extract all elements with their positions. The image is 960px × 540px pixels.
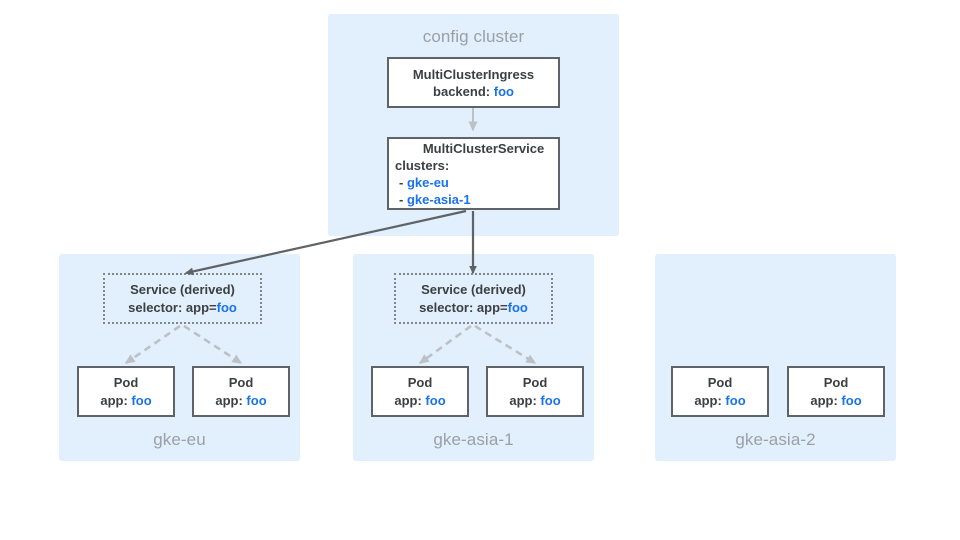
pod-app-label: app: [694,392,722,408]
cluster-panel-gke-asia-1 [353,254,594,461]
multiclusteringress-box[interactable]: MultiClusterIngress backend: foo [387,57,560,108]
pod-app-line: app: foo [810,392,861,410]
pod-box[interactable]: Pod app: foo [77,366,175,417]
service-selector-line: selector: app=foo [128,299,237,317]
service-selector-value: foo [216,299,237,315]
pod-app-label: app: [215,392,243,408]
pod-app-value: foo [540,392,561,408]
cluster-panel-gke-asia-2 [655,254,896,461]
mcs-clusters-label: clusters: [395,157,450,173]
mci-backend-label: backend: [433,83,491,99]
mcs-item-dash: - [399,174,404,190]
cluster-label-gke-eu: gke-eu [153,430,206,449]
cluster-label-gke-asia-1: gke-asia-1 [433,430,514,449]
service-selector-label: selector: app= [128,299,217,315]
pod-box[interactable]: Pod app: foo [192,366,290,417]
pod-app-line: app: foo [394,392,445,410]
multiclusterservice-box[interactable]: MultiClusterService clusters: - gke-eu -… [387,137,560,210]
pod-app-label: app: [100,392,128,408]
pod-app-value: foo [725,392,746,408]
pod-app-line: app: foo [509,392,560,410]
pod-box[interactable]: Pod app: foo [486,366,584,417]
pod-app-label: app: [394,392,422,408]
pod-app-value: foo [841,392,862,408]
pod-title: Pod [707,374,733,390]
pod-title: Pod [522,374,548,390]
service-selector-value: foo [507,299,528,315]
service-selector-line: selector: app=foo [419,299,528,317]
config-cluster-label: config cluster [422,27,525,46]
pod-title: Pod [113,374,139,390]
derived-service-box-gke-asia-1[interactable]: Service (derived) selector: app=foo [394,273,553,324]
mci-title: MultiClusterIngress [412,66,535,82]
mcs-item-value: gke-asia-1 [406,191,471,207]
mci-backend-line: backend: foo [433,83,514,100]
pod-app-line: app: foo [100,392,151,410]
mcs-cluster-item: - gke-asia-1 [389,191,471,208]
pod-title: Pod [228,374,254,390]
pod-box[interactable]: Pod app: foo [787,366,885,417]
pod-title: Pod [407,374,433,390]
service-title: Service (derived) [421,281,526,297]
mcs-item-value: gke-eu [406,174,449,190]
pod-app-label: app: [810,392,838,408]
mcs-title: MultiClusterService [422,140,545,156]
pod-app-value: foo [425,392,446,408]
pod-box[interactable]: Pod app: foo [371,366,469,417]
pod-app-label: app: [509,392,537,408]
pod-box[interactable]: Pod app: foo [671,366,769,417]
service-title: Service (derived) [130,281,235,297]
service-selector-label: selector: app= [419,299,508,315]
mci-backend-value: foo [493,83,514,99]
pod-app-value: foo [246,392,267,408]
pod-app-line: app: foo [215,392,266,410]
cluster-label-gke-asia-2: gke-asia-2 [735,430,816,449]
derived-service-box-gke-eu[interactable]: Service (derived) selector: app=foo [103,273,262,324]
pod-title: Pod [823,374,849,390]
mcs-item-dash: - [399,191,404,207]
pod-app-line: app: foo [694,392,745,410]
mcs-cluster-item: - gke-eu [389,174,449,191]
pod-app-value: foo [131,392,152,408]
